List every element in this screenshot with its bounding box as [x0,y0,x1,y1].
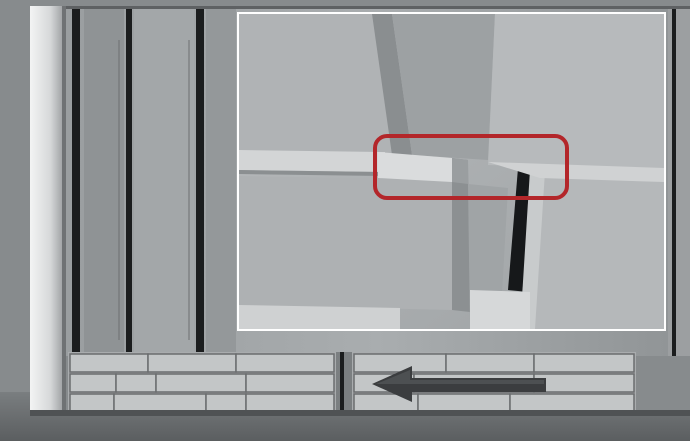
top-edge [66,6,690,9]
starter-panels-left [68,352,336,414]
foundation-edge [30,410,690,416]
detail-inset [237,12,666,331]
corner-post-shadow [62,6,66,410]
left-arrow-icon [372,366,546,402]
panel-gap-seam [340,352,344,414]
corner-post [30,6,64,410]
highlight-box-icon [373,134,569,200]
ground [0,392,690,441]
